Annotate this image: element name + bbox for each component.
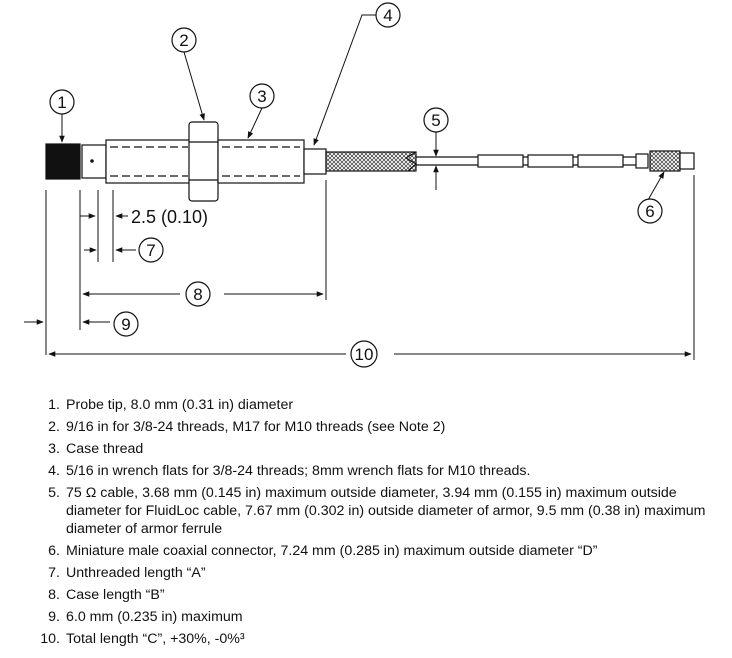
note-text: Case thread [66, 441, 144, 457]
note-item: 9. 6.0 mm (0.235 in) maximum [34, 608, 714, 626]
svg-text:4: 4 [383, 6, 392, 25]
note-item: 2. 9/16 in for 3/8-24 threads, M17 for M1… [34, 418, 714, 436]
note-number: 6. [48, 543, 60, 559]
note-text: 5/16 in wrench flats for 3/8-24 threads;… [66, 463, 531, 479]
note-item: 5. 75 Ω cable, 3.68 mm (0.145 in) maximum… [34, 484, 714, 538]
note-number: 3. [48, 441, 60, 457]
svg-text:6: 6 [645, 202, 654, 221]
armor [325, 151, 417, 172]
svg-text:1: 1 [57, 93, 66, 112]
svg-text:8: 8 [193, 285, 202, 304]
note-item: 3. Case thread [34, 440, 714, 458]
callout-4: 4 [375, 2, 401, 28]
note-number: 4. [48, 463, 60, 479]
note-number: 1. [48, 397, 60, 413]
note-text: Miniature male coaxial connector, 7.24 m… [66, 543, 598, 559]
svg-text:5: 5 [431, 111, 440, 130]
note-text: 75 Ω cable, 3.68 mm (0.145 in) maximum o… [66, 485, 706, 537]
note-number: 2. [48, 419, 60, 435]
callout-10: 10 [350, 340, 378, 368]
probe-body [45, 121, 695, 202]
note-item: 7. Unthreaded length “A” [34, 564, 714, 582]
note-item: 6. Miniature male coaxial connector, 7.24… [34, 542, 714, 560]
note-number: 5. [48, 485, 60, 501]
hex-nut [188, 121, 219, 202]
note-text: Unthreaded length “A” [66, 565, 206, 581]
dimension-label-tip: 2.5 (0.10) [131, 207, 208, 227]
connector-tip [679, 152, 695, 170]
probe-tip [45, 143, 81, 180]
callout-2: 2 [171, 27, 197, 53]
note-number: 8. [48, 587, 60, 603]
dimension-lines [24, 175, 695, 360]
callout-9: 9 [113, 311, 139, 337]
svg-text:10: 10 [355, 345, 374, 364]
callout-5: 5 [423, 107, 449, 133]
note-text: Total length “C”, +30%, -0%³ [66, 631, 245, 647]
note-text: 9/16 in for 3/8-24 threads, M17 for M10 … [66, 419, 446, 435]
callout-3: 3 [249, 83, 275, 109]
notes-list: 1. Probe tip, 8.0 mm (0.31 in) diameter 2… [34, 396, 714, 652]
callout-8: 8 [185, 281, 211, 307]
note-number: 7. [48, 565, 60, 581]
note-text: Probe tip, 8.0 mm (0.31 in) diameter [66, 397, 294, 413]
svg-text:3: 3 [257, 87, 266, 106]
note-item: 10. Total length “C”, +30%, -0%³ [34, 630, 714, 648]
svg-text:9: 9 [121, 315, 130, 334]
note-item: 8. Case length “B” [34, 586, 714, 604]
svg-text:2: 2 [179, 31, 188, 50]
note-text: Case length “B” [66, 587, 165, 603]
note-text: 6.0 mm (0.235 in) maximum [66, 609, 243, 625]
note-item: 4. 5/16 in wrench flats for 3/8-24 thread… [34, 462, 714, 480]
probe-diagram: 1 2 3 4 5 6 7 8 9 10 2.5 (0.10) [24, 2, 695, 368]
connector-knurl [649, 150, 681, 172]
callout-7: 7 [138, 237, 164, 263]
svg-text:7: 7 [146, 241, 155, 260]
wrench-flats [303, 148, 327, 175]
note-number: 9. [48, 609, 60, 625]
note-number: 10. [40, 631, 60, 647]
callout-6: 6 [637, 198, 663, 224]
leader-lines [59, 14, 665, 201]
note-item: 1. Probe tip, 8.0 mm (0.31 in) diameter [34, 396, 714, 414]
probe-tip-collar [81, 144, 107, 179]
callout-1: 1 [49, 89, 75, 115]
